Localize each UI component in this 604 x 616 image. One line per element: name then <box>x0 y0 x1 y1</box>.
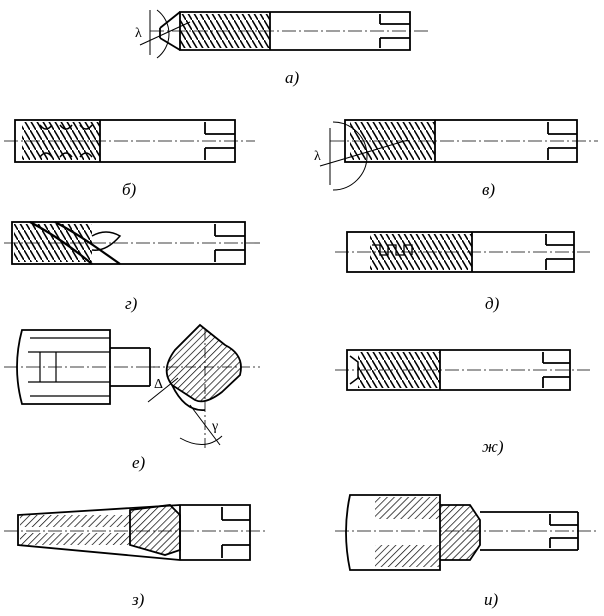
figure-g-tap <box>4 221 262 265</box>
figure-v-lambda-symbol: λ <box>314 149 321 164</box>
figure-d-tap <box>335 231 590 273</box>
figure-zh-caption: ж) <box>482 437 504 456</box>
figure-v-caption: в) <box>482 180 496 199</box>
figure-i-tap <box>335 494 596 571</box>
figure-a-lambda-symbol: λ <box>135 26 142 41</box>
figure-b-tap <box>4 119 255 163</box>
figure-zh-tap <box>335 349 590 391</box>
figure-z-caption: з) <box>132 590 145 609</box>
figure-e-delta-symbol: Δ <box>154 377 163 392</box>
figure-e-cross-section <box>147 323 260 450</box>
figure-e-shell-tap <box>4 329 160 405</box>
figure-g-caption: г) <box>125 294 138 313</box>
figure-e-gamma-symbol: γ <box>211 419 218 434</box>
figure-d-caption: д) <box>485 294 500 313</box>
figure-e-caption: е) <box>132 453 146 472</box>
figure-b-caption: б) <box>122 180 137 199</box>
figure-v-tap <box>319 119 598 191</box>
figure-i-caption: и) <box>484 590 499 609</box>
figure-z-tap <box>4 504 268 561</box>
figure-a-tap <box>139 9 430 59</box>
figure-a-caption: а) <box>285 68 300 87</box>
